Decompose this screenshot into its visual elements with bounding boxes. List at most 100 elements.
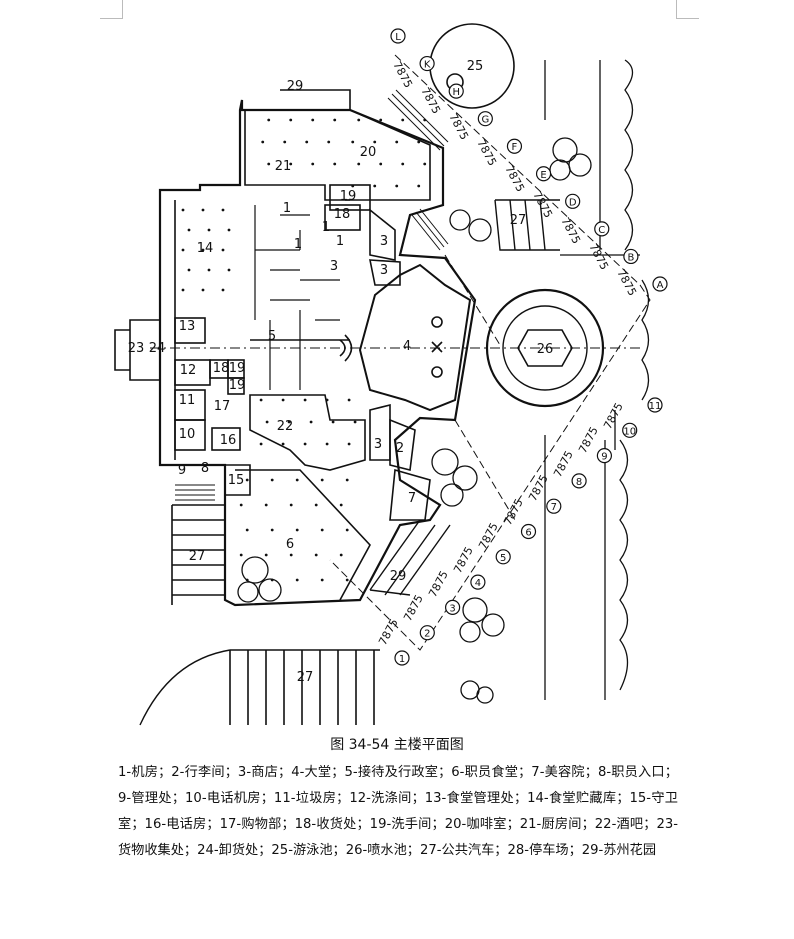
bus-bay-west bbox=[171, 504, 225, 605]
hatch-dot bbox=[201, 208, 205, 212]
hatch-dot bbox=[239, 503, 243, 507]
lobby-wall bbox=[358, 263, 472, 412]
room-label-1: 1 bbox=[283, 201, 291, 216]
shop-3b bbox=[369, 259, 401, 286]
dimension-label: 7875 bbox=[586, 241, 611, 272]
hatch-dot bbox=[331, 420, 335, 424]
room-label-20: 20 bbox=[360, 145, 377, 160]
hatch-dot bbox=[187, 268, 191, 272]
room-label-1: 1 bbox=[294, 237, 302, 252]
axis-label-F: F bbox=[512, 142, 518, 153]
hatch-dot bbox=[347, 398, 351, 402]
shop-3a bbox=[369, 208, 396, 261]
hatch-dot bbox=[305, 140, 309, 144]
room-label-12: 12 bbox=[180, 363, 197, 378]
fountain-octagon bbox=[517, 329, 573, 367]
hatch-dot bbox=[227, 268, 231, 272]
dimension-label: 7875 bbox=[376, 617, 401, 648]
axis-bubble bbox=[394, 650, 410, 666]
axis-label-H: H bbox=[452, 87, 460, 98]
room-19-north bbox=[329, 184, 371, 211]
hatch-dot bbox=[259, 398, 263, 402]
axis-bubble bbox=[390, 28, 406, 44]
lamp-2 bbox=[431, 366, 443, 378]
room-label-27: 27 bbox=[510, 213, 527, 228]
hatch-dot bbox=[201, 288, 205, 292]
hatch-dot bbox=[345, 578, 349, 582]
staff-canteen-wall bbox=[235, 469, 371, 601]
room-19b bbox=[227, 377, 245, 395]
hatch-dot bbox=[320, 528, 324, 532]
hatch-dot bbox=[267, 162, 271, 166]
room-label-15: 15 bbox=[228, 473, 245, 488]
axis-label-4: 4 bbox=[475, 578, 481, 589]
axis-label-B: B bbox=[627, 252, 634, 263]
hatch-dot bbox=[227, 228, 231, 232]
hatch-dot bbox=[283, 140, 287, 144]
room-7 bbox=[389, 468, 431, 521]
room-label-27: 27 bbox=[189, 549, 206, 564]
dimension-label: 7875 bbox=[418, 85, 443, 116]
hatch-dot bbox=[221, 288, 225, 292]
fountain-lobby bbox=[431, 341, 443, 353]
fountain-pool-mid bbox=[502, 305, 588, 391]
hatch-dot bbox=[267, 118, 271, 122]
dimension-label: 7875 bbox=[601, 401, 626, 432]
axis-label-3: 3 bbox=[449, 603, 455, 614]
room-15 bbox=[225, 464, 251, 496]
hatch-dot bbox=[401, 162, 405, 166]
dimension-label: 7875 bbox=[474, 137, 499, 168]
hatch-dot bbox=[423, 118, 427, 122]
room-label-2: 2 bbox=[396, 441, 404, 456]
axis-bubble bbox=[506, 138, 523, 154]
room-label-18: 18 bbox=[213, 361, 230, 376]
hatch-dot bbox=[264, 503, 268, 507]
axis-bubble bbox=[445, 599, 461, 616]
hatch-dot bbox=[325, 398, 329, 402]
axis-bubble bbox=[448, 83, 464, 99]
east-wing bbox=[345, 109, 431, 201]
axis-label-5: 5 bbox=[500, 553, 506, 564]
room-label-1: 1 bbox=[336, 234, 344, 249]
hatch-dot bbox=[265, 420, 269, 424]
hatch-dot bbox=[379, 118, 383, 122]
hatch-dot bbox=[289, 162, 293, 166]
room-label-29: 29 bbox=[390, 569, 407, 584]
axis-bubble bbox=[647, 397, 663, 413]
axis-bubble bbox=[594, 221, 610, 237]
dimension-label: 7875 bbox=[446, 111, 471, 142]
driveway-arc bbox=[139, 649, 231, 726]
axis-bubble bbox=[622, 422, 638, 438]
office-grid bbox=[254, 205, 340, 390]
room-18-north bbox=[324, 204, 361, 231]
hatch-dot bbox=[320, 478, 324, 482]
axis-bubble bbox=[596, 448, 613, 464]
dimension-label: 7875 bbox=[426, 569, 451, 600]
hatch-dot bbox=[423, 162, 427, 166]
axis-bubble bbox=[419, 625, 435, 641]
hatch-dot bbox=[181, 248, 185, 252]
room-label-19: 19 bbox=[229, 361, 246, 376]
hatch-dot bbox=[311, 118, 315, 122]
figure-legend: 1-机房；2-行李间；3-商店；4-大堂；5-接待及行政室；6-职员食堂；7-美… bbox=[118, 765, 678, 858]
hatch-dot bbox=[264, 553, 268, 557]
hatch-dot bbox=[314, 553, 318, 557]
room-label-19: 19 bbox=[340, 189, 357, 204]
bar-wall bbox=[249, 394, 366, 471]
hatch-dot bbox=[339, 503, 343, 507]
figure-caption: 图 34-54 主楼平面图 bbox=[330, 737, 464, 753]
hatch-dot bbox=[245, 578, 249, 582]
hatch-dot bbox=[417, 140, 421, 144]
hatch-dot bbox=[221, 208, 225, 212]
hatch-dot bbox=[417, 184, 421, 188]
room-label-3: 3 bbox=[380, 234, 388, 249]
room-label-25: 25 bbox=[467, 59, 484, 74]
tree-clusters bbox=[237, 137, 592, 704]
bus-bay-south bbox=[229, 649, 380, 725]
dimension-label: 7875 bbox=[502, 163, 527, 194]
hatch-dot bbox=[373, 184, 377, 188]
hatch-dot bbox=[281, 442, 285, 446]
